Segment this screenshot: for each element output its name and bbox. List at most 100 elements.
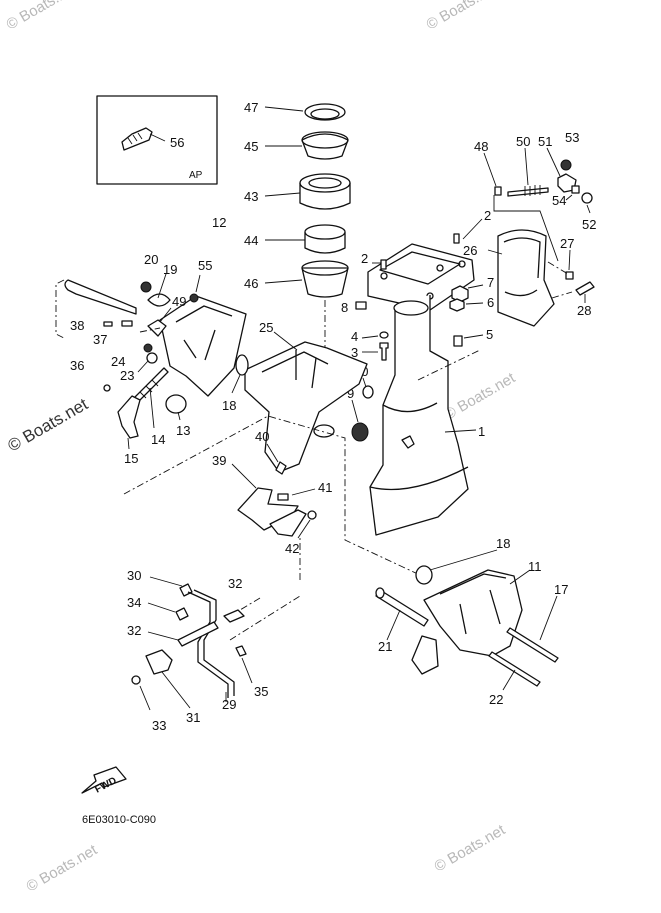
watermark-top-right: © Boats.net xyxy=(424,0,501,33)
clamp-bracket-right xyxy=(375,565,559,687)
part-22-bolt xyxy=(488,651,541,687)
callout-5: 5 xyxy=(486,327,493,342)
shift-lever-assembly xyxy=(131,583,261,698)
callout-18-left: 18 xyxy=(222,398,236,413)
callout-23: 23 xyxy=(120,368,134,383)
callout-45: 45 xyxy=(244,139,258,154)
part-7-nut xyxy=(451,285,469,303)
ap-label: AP xyxy=(189,170,203,181)
watermark-center-right: © Boats.net xyxy=(442,369,519,423)
callout-55: 55 xyxy=(198,258,212,273)
callout-6: 6 xyxy=(487,295,494,310)
callout-36: 36 xyxy=(70,358,84,373)
part-26-cover xyxy=(497,229,555,327)
callout-11: 11 xyxy=(528,559,542,574)
part-49-spring xyxy=(147,319,167,337)
part-33-bolt xyxy=(131,675,141,685)
part-9-mount xyxy=(351,422,369,442)
callout-8: 8 xyxy=(341,300,348,315)
callout-41: 41 xyxy=(318,480,332,495)
part-5-bolt xyxy=(453,335,463,347)
callout-4: 4 xyxy=(351,329,358,344)
ap-inset-box: AP 56 xyxy=(96,95,218,185)
part-18-washer-right xyxy=(415,565,433,585)
shift-linkage-top xyxy=(494,159,593,204)
part-17-bolt xyxy=(506,627,559,663)
part-55-bolt xyxy=(189,293,199,303)
callout-29: 29 xyxy=(222,697,236,712)
part-40-spring xyxy=(275,461,287,475)
callout-40: 40 xyxy=(255,429,269,444)
callout-17: 17 xyxy=(554,582,568,597)
part-41-collar xyxy=(277,493,289,501)
callout-50: 50 xyxy=(516,134,530,149)
part-54-nut xyxy=(571,185,580,194)
part-42-bolt xyxy=(307,510,317,520)
part-20-nut xyxy=(140,281,152,293)
part-15-lever xyxy=(117,395,141,439)
callout-38: 38 xyxy=(70,318,84,333)
part-1-upper-casing xyxy=(367,243,475,536)
watermark-bottom-right: © Boats.net xyxy=(432,821,509,875)
part-32-pin xyxy=(223,609,245,623)
part-35-spring xyxy=(235,645,247,657)
fwd-arrow-icon: FWD xyxy=(81,766,127,796)
part-23-washer xyxy=(146,352,158,364)
callout-48: 48 xyxy=(474,139,488,154)
callout-27: 27 xyxy=(560,236,574,251)
part-46-bushing xyxy=(301,267,349,298)
callout-35: 35 xyxy=(254,684,268,699)
callout-18-right: 18 xyxy=(496,536,510,551)
part-4-washer xyxy=(379,331,389,339)
part-31-bracket xyxy=(145,649,173,675)
callout-33: 33 xyxy=(152,718,166,733)
callout-51: 51 xyxy=(538,134,552,149)
clamp-bracket-left xyxy=(55,279,249,439)
part-34-spring xyxy=(175,607,189,621)
part-24-nut xyxy=(143,343,153,353)
callout-24: 24 xyxy=(111,354,125,369)
callout-43: 43 xyxy=(244,189,258,204)
diagram-code: 6E03010-C090 xyxy=(82,814,156,826)
callout-34: 34 xyxy=(127,595,141,610)
casing-hardware xyxy=(351,233,469,442)
callout-30: 30 xyxy=(127,568,141,583)
part-13-plate xyxy=(165,394,187,414)
callout-47: 47 xyxy=(244,100,258,115)
part-19-bracket xyxy=(147,293,171,307)
watermark-bottom-left: © Boats.net xyxy=(24,841,101,895)
part-3-bolt xyxy=(379,342,389,361)
callout-9: 9 xyxy=(347,386,354,401)
part-52-ball xyxy=(581,192,593,204)
callout-56: 56 xyxy=(170,135,184,150)
callout-46: 46 xyxy=(244,276,258,291)
callout-49: 49 xyxy=(172,294,186,309)
callout-31: 31 xyxy=(186,710,200,725)
callout-53: 53 xyxy=(565,130,579,145)
callout-1: 1 xyxy=(478,424,485,439)
callout-19: 19 xyxy=(163,262,177,277)
part-18-washer xyxy=(235,354,249,376)
callout-12: 12 xyxy=(212,215,226,230)
callout-25: 25 xyxy=(259,320,273,335)
watermark-center-left: © Boats.net xyxy=(5,394,92,455)
tilt-lock-parts xyxy=(237,461,317,537)
callout-7: 7 xyxy=(487,275,494,290)
part-48-clip xyxy=(494,186,502,196)
watermark-top-left: © Boats.net xyxy=(4,0,81,33)
part-clamp-bracket-body xyxy=(159,295,247,397)
part-8-grommet xyxy=(355,301,367,310)
part-56-fitting xyxy=(121,127,153,151)
callout-26: 26 xyxy=(463,243,477,258)
callout-32-upper: 32 xyxy=(228,576,242,591)
callout-22: 22 xyxy=(489,692,503,707)
callout-21: 21 xyxy=(378,639,392,654)
part-2-pin-a xyxy=(453,233,460,244)
callout-42: 42 xyxy=(285,541,299,556)
part-11-clamp-bracket xyxy=(423,569,523,657)
part-25-swivel-bracket xyxy=(244,341,368,473)
callout-15: 15 xyxy=(124,451,138,466)
callout-54: 54 xyxy=(552,193,566,208)
ap-box-frame xyxy=(96,95,218,185)
